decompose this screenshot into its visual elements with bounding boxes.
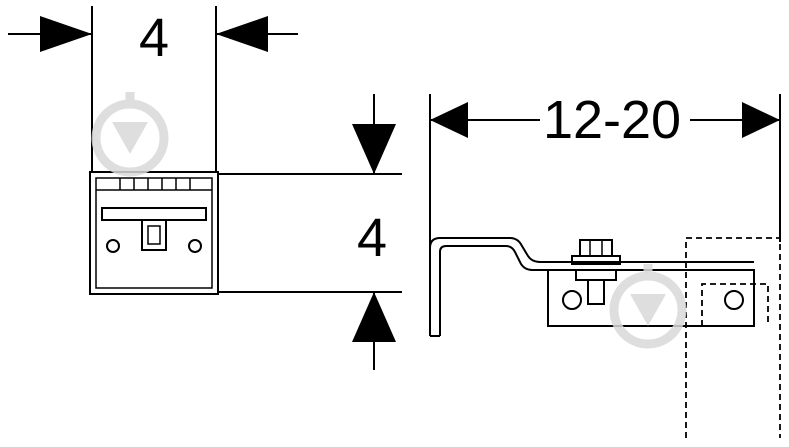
dimension-arrow-icon	[352, 124, 396, 174]
dimension-label-range: 12-20	[543, 90, 681, 150]
front-view-bracket: 4	[8, 6, 298, 295]
dimension-arrow-icon	[742, 102, 780, 138]
dimension-arrow-icon	[430, 102, 468, 138]
watermark-logo-icon	[609, 264, 687, 349]
dimension-label-height: 4	[357, 208, 387, 268]
side-view-assembly: 12-20	[429, 90, 781, 438]
watermark-logo-icon	[91, 92, 169, 177]
height-dimension: 4	[218, 94, 402, 370]
dimension-arrow-icon	[40, 16, 92, 52]
dimension-arrow-icon	[352, 292, 396, 342]
dimension-label-width: 4	[139, 8, 169, 68]
dimension-arrow-icon	[216, 16, 268, 52]
